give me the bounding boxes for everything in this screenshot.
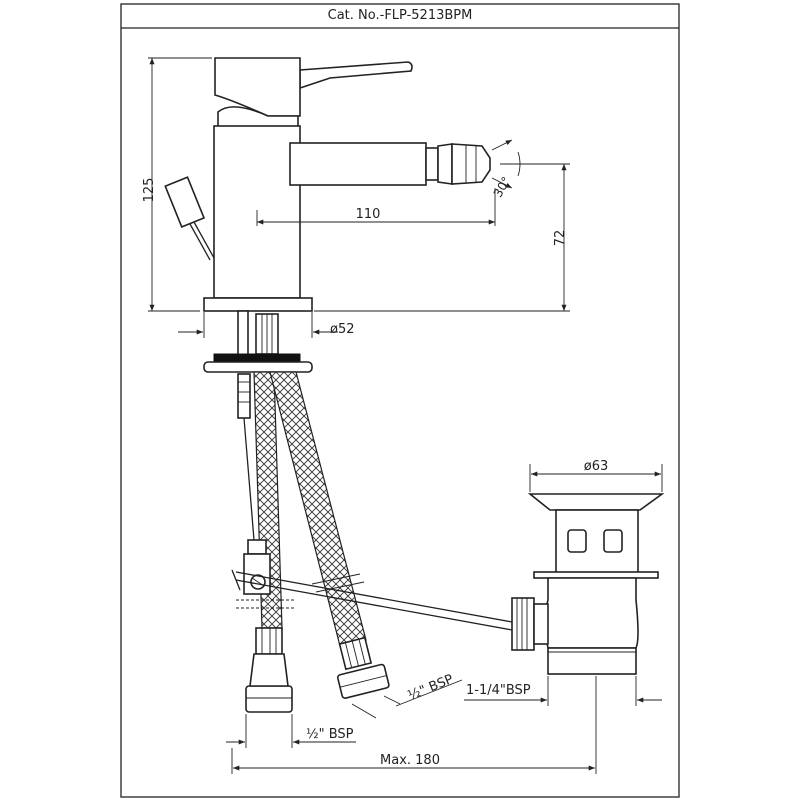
dimension-waste-diameter: ø63 xyxy=(529,459,663,492)
dimension-spout-reach: 110 xyxy=(256,188,496,226)
mixer-body xyxy=(164,57,491,312)
dimension-spout-height: 72 xyxy=(314,163,570,312)
spout-reach-label: 110 xyxy=(356,207,381,222)
catalog-number-title: Cat. No.-FLP-5213BPM xyxy=(327,8,473,23)
sheet-frame xyxy=(120,3,680,798)
pop-up-waste xyxy=(511,493,665,675)
base-diameter-label: ø52 xyxy=(330,322,355,337)
height-total-label: 125 xyxy=(142,178,157,203)
waste-thread-label: 1-1/4"BSP xyxy=(466,683,531,698)
spout-height-label: 72 xyxy=(553,230,568,247)
pull-rod-linkage xyxy=(231,539,513,631)
max-reach-label: Max. 180 xyxy=(380,753,440,768)
dimension-waste-thread: 1-1/4"BSP xyxy=(464,676,662,706)
waste-diameter-label: ø63 xyxy=(584,459,609,474)
dimension-base-diameter: ø52 xyxy=(178,312,355,338)
inlet-thread-lower-label: ½" BSP xyxy=(306,727,354,742)
dimension-inlet-thread-lower: ½" BSP xyxy=(226,714,356,748)
fixing-assembly xyxy=(203,310,313,541)
dimension-total-height: 125 xyxy=(142,57,212,312)
dimension-max-reach: Max. 180 xyxy=(231,676,597,774)
angle-label: 30° xyxy=(491,174,514,199)
inlet-thread-upper-label: ½" BSP xyxy=(406,672,456,704)
